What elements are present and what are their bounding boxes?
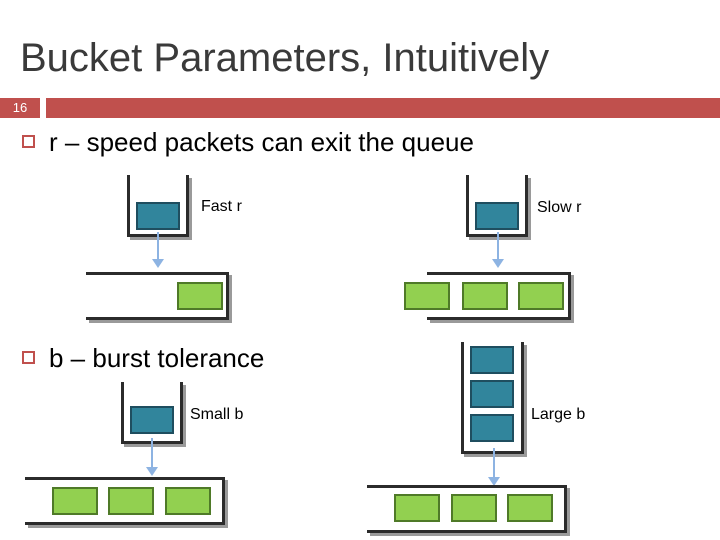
bullet-square-icon xyxy=(22,351,35,364)
output-pipe xyxy=(25,477,225,525)
bullet-square-icon xyxy=(22,135,35,148)
green-packet xyxy=(177,282,223,310)
down-arrow-icon xyxy=(492,232,504,268)
blue-packet xyxy=(475,202,519,230)
blue-packet xyxy=(130,406,174,434)
label-large-b: Large b xyxy=(531,406,586,423)
header-bar xyxy=(46,98,720,118)
output-pipe xyxy=(86,272,229,320)
blue-packet xyxy=(470,414,514,442)
bucket xyxy=(461,342,524,454)
output-pipe xyxy=(427,272,571,320)
green-packet xyxy=(462,282,508,310)
down-arrow-icon xyxy=(152,232,164,268)
green-packet xyxy=(108,487,154,515)
green-packet xyxy=(451,494,497,522)
label-slow-r: Slow r xyxy=(537,199,582,216)
label-small-b: Small b xyxy=(190,406,244,423)
bullet-text: r – speed packets can exit the queue xyxy=(49,127,474,157)
green-packet xyxy=(52,487,98,515)
output-pipe xyxy=(367,485,567,533)
green-packet xyxy=(165,487,211,515)
label-fast-r: Fast r xyxy=(201,198,242,215)
blue-packet xyxy=(470,346,514,374)
green-packet xyxy=(518,282,564,310)
green-packet xyxy=(394,494,440,522)
bullet-text: b – burst tolerance xyxy=(49,343,265,373)
green-packet xyxy=(507,494,553,522)
down-arrow-icon xyxy=(146,438,158,476)
slide-title: Bucket Parameters, Intuitively xyxy=(20,36,550,80)
down-arrow-icon xyxy=(488,448,500,486)
blue-packet xyxy=(136,202,180,230)
blue-packet xyxy=(470,380,514,408)
green-packet xyxy=(404,282,450,310)
slide-number: 16 xyxy=(0,98,40,118)
